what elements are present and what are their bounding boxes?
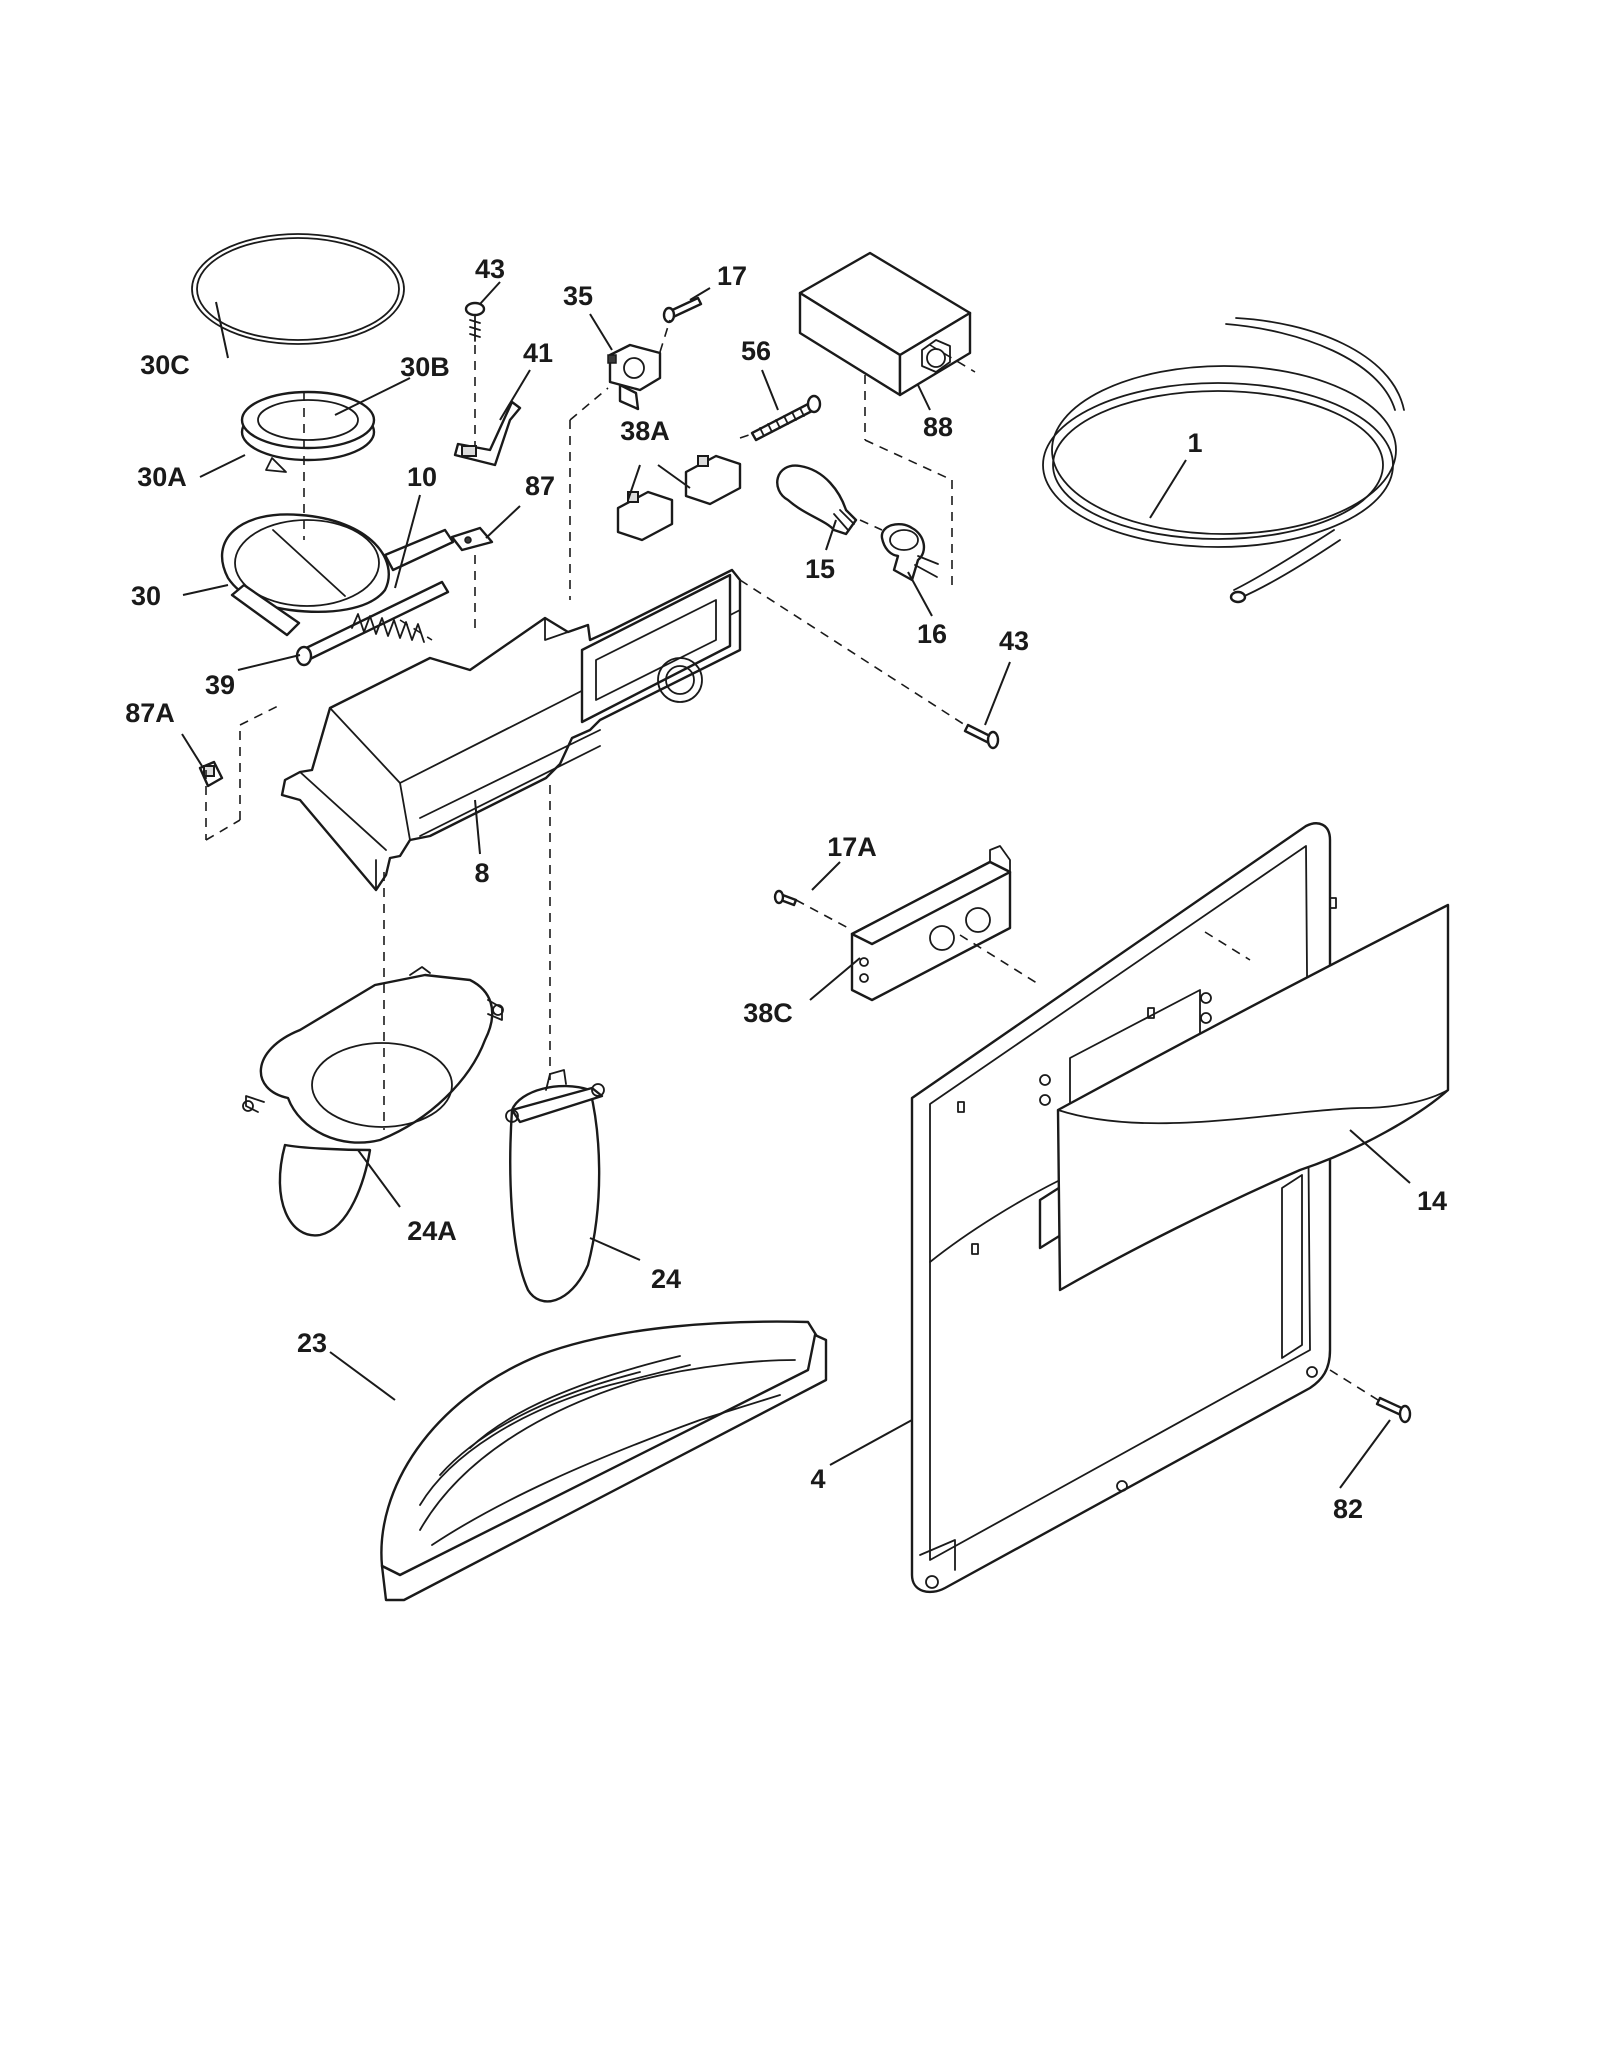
callout-30A: 30A [137,462,187,492]
callout-88: 88 [923,412,953,442]
part-24A-ice-funnel [242,966,504,1237]
part-23-drip-tray [380,1320,828,1602]
callout-43-top: 43 [475,254,505,284]
part-14-overlay [1056,903,1450,1292]
part-87A-clip [198,760,224,788]
part-39-rod [295,580,450,667]
part-15-bulb [776,464,858,536]
callout-30C: 30C [140,350,190,380]
part-17A-screw [773,889,798,907]
callout-15: 15 [805,554,835,584]
callout-16: 16 [917,619,947,649]
part-35-actuator [607,343,662,411]
callout-17: 17 [717,261,747,291]
part-88-housing [798,251,972,397]
part-24-flap [505,1069,605,1303]
callout-24A: 24A [407,1216,457,1246]
part-1-tubing [1042,317,1405,604]
callout-1: 1 [1187,428,1202,458]
callout-38C: 38C [743,998,793,1028]
part-17-screw [662,296,703,324]
callout-87: 87 [525,471,555,501]
callout-82: 82 [1333,1494,1363,1524]
part-8-dispenser-housing [280,568,742,892]
callout-4: 4 [810,1464,825,1494]
alignment-lines [205,319,1379,1401]
callout-35: 35 [563,281,593,311]
callout-30: 30 [131,581,161,611]
part-87-clip [450,526,494,552]
part-16-socket [880,523,939,582]
callout-56: 56 [741,336,771,366]
callout-39: 39 [205,670,235,700]
callout-38A: 38A [620,416,670,446]
callouts: 43 35 17 30C 30B 41 56 88 1 30A 38A 10 8… [125,254,1447,1524]
part-38C-bracket [850,845,1012,1002]
part-30A-30B-cap [240,390,376,473]
part-56-long-screw [750,394,822,442]
part-30-ring-frame [220,513,455,637]
callout-87A: 87A [125,698,175,728]
part-10-spring [351,613,425,643]
callout-17A: 17A [827,832,877,862]
leader-lines [181,281,1411,1489]
callout-24: 24 [651,1264,681,1294]
callout-41: 41 [523,338,553,368]
callout-10: 10 [407,462,437,492]
callout-8: 8 [474,858,489,888]
callout-30B: 30B [400,352,450,382]
callout-23: 23 [297,1328,327,1358]
part-82-screw [1375,1396,1412,1424]
part-38A-switches [616,454,742,542]
part-30C-gasket [191,233,405,345]
callout-43-right: 43 [999,626,1029,656]
part-43-screw-top [464,301,486,342]
part-41-bracket [453,400,522,467]
callout-14: 14 [1417,1186,1447,1216]
part-43-screw-right [963,723,1000,750]
